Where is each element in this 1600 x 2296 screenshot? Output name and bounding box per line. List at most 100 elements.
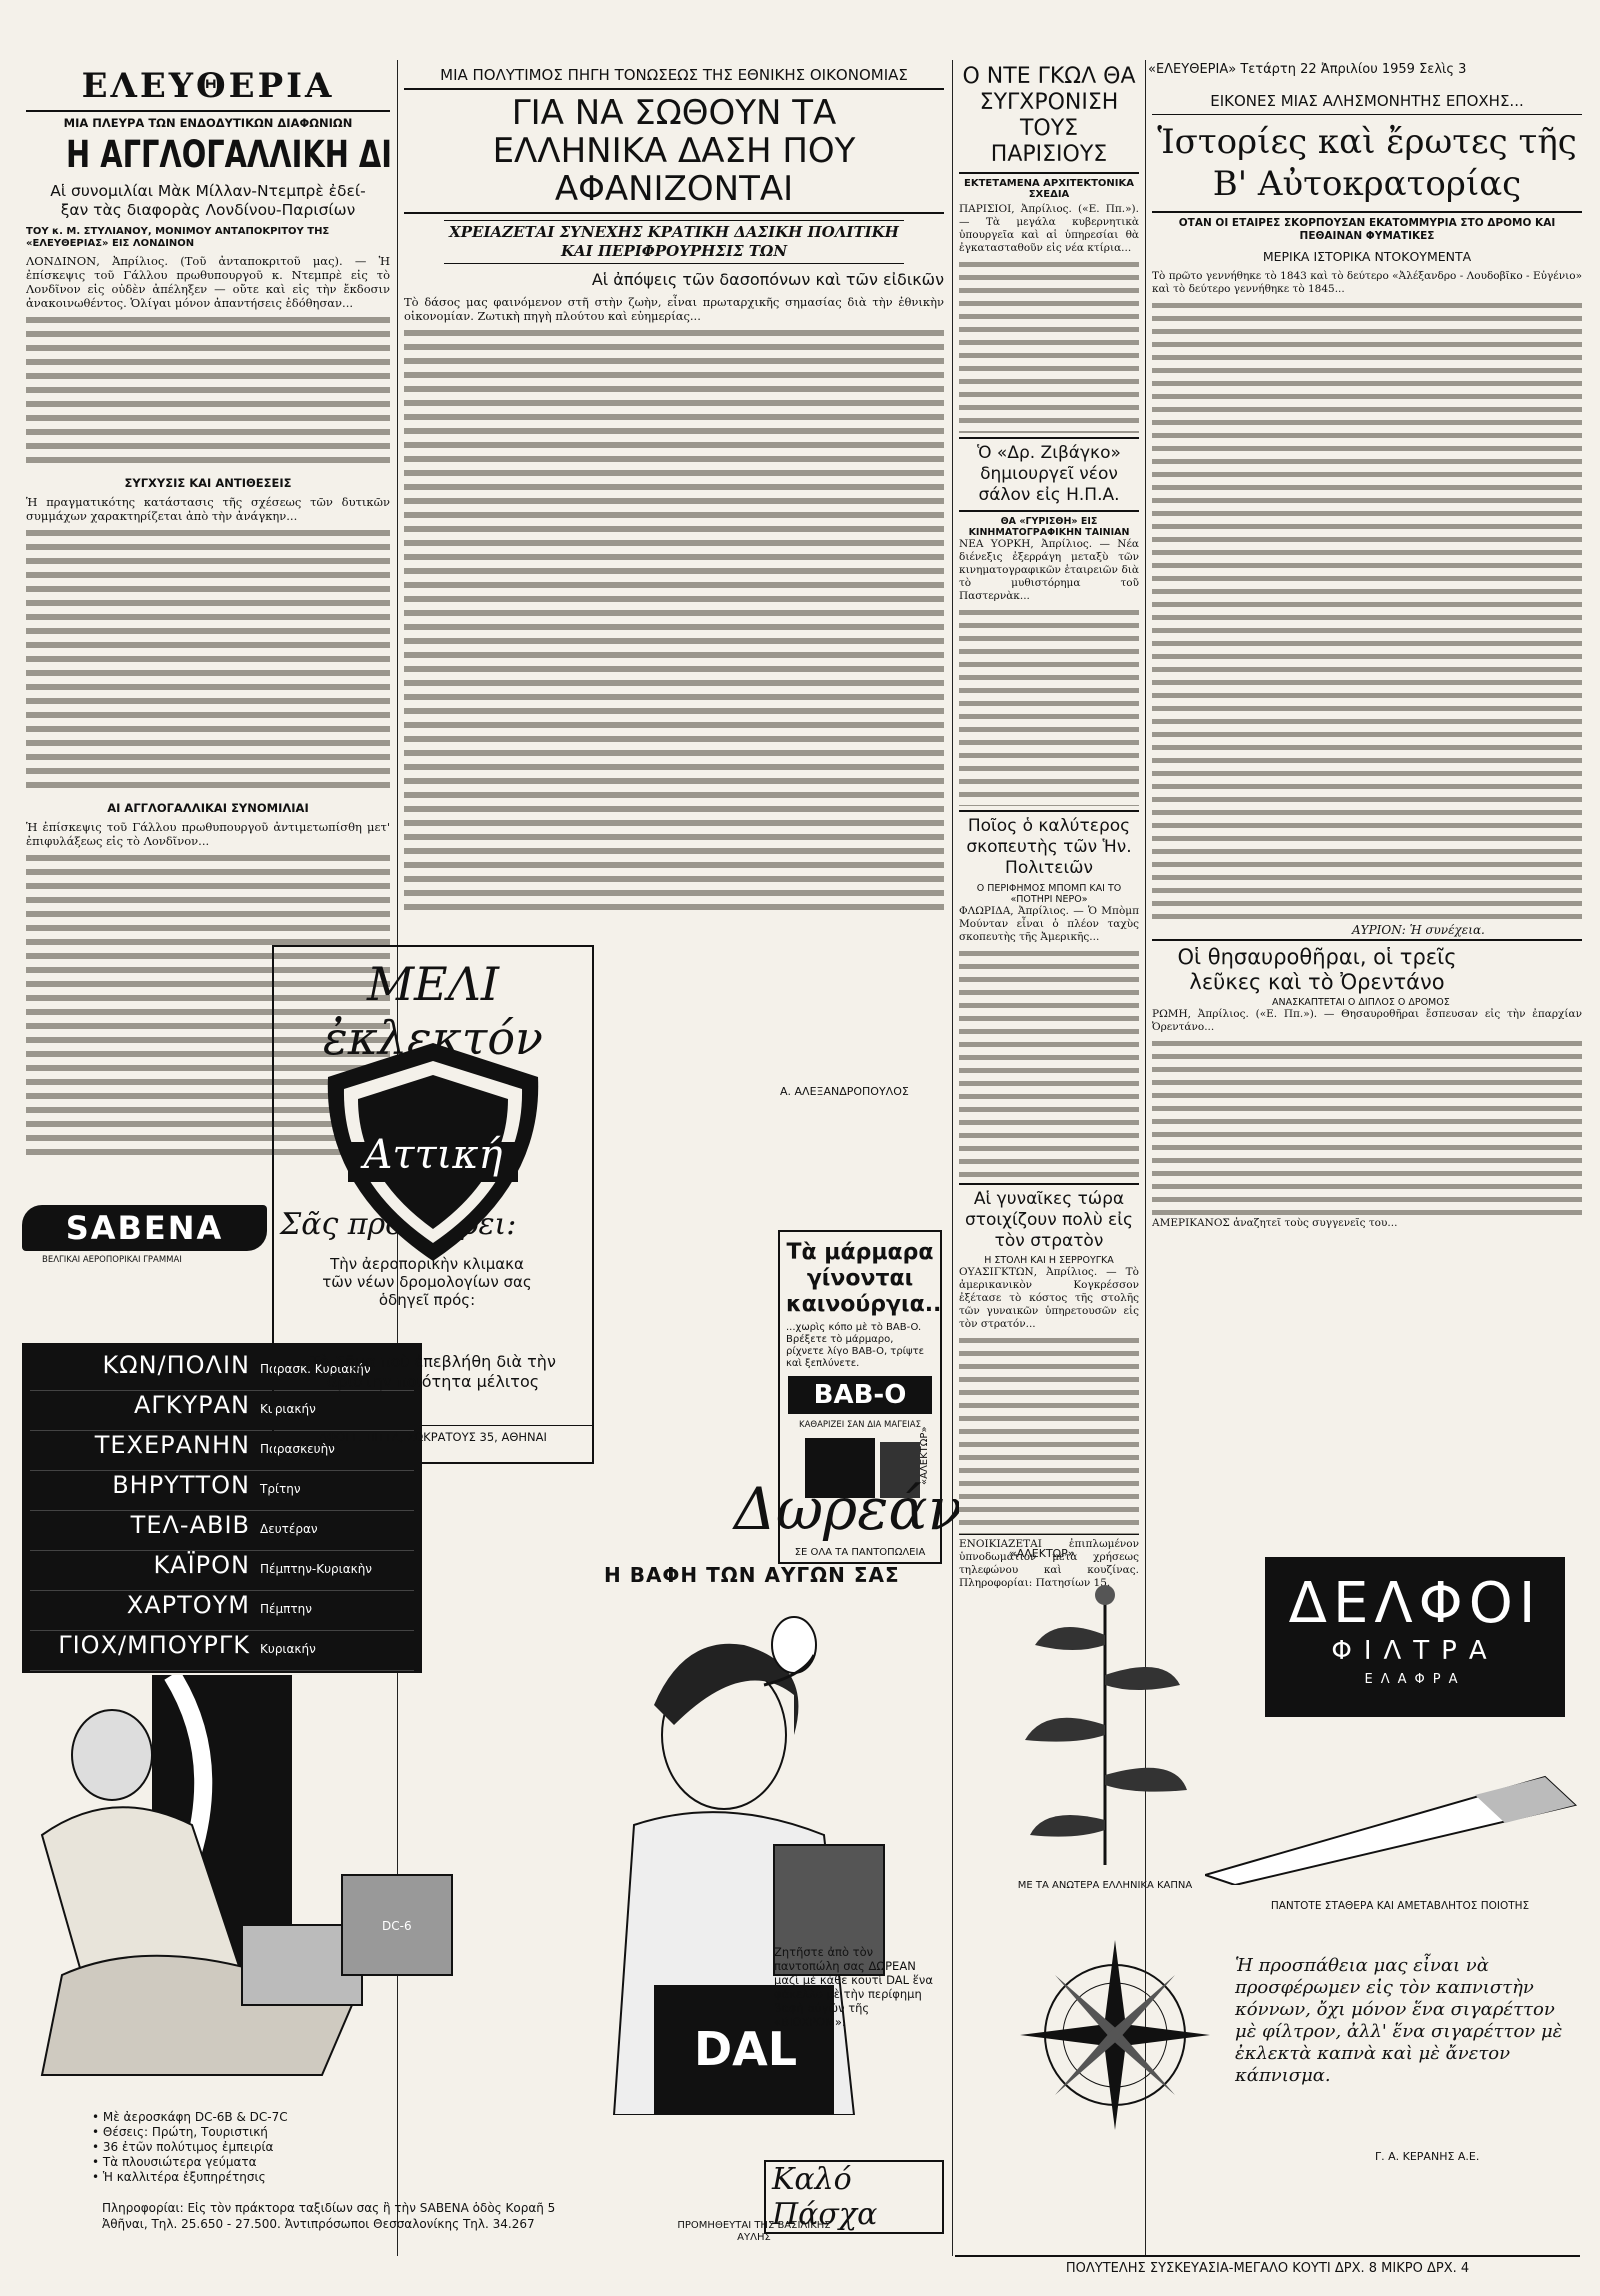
delfoi-signature: Γ. Α. ΚΕΡΑΝΗΣ Α.Ε.: [1375, 2150, 1480, 2163]
sabena-route-row: ΤΕΧΕΡΑΝΗΝ Παρασκευὴν: [30, 1431, 414, 1471]
sabena-feature: • Μὲ ἀεροσκάφη DC-6B & DC-7C: [92, 2110, 288, 2124]
meli-ad: ΜΕΛΙ ἐκλεκτόν Αττική Τὸ Σῆμα ποὺ ἐπεβλήθ…: [272, 945, 594, 1464]
article-kicker: ΑΝΑΣΚΑΠΤΕΤΑΙ Ο ΔΙΠΛΟΣ Ο ΔΡΟΜΟΣ: [1272, 997, 1450, 1008]
article-body: Τὸ δάσος μας φαινόμενον στῆ στὴν ζωὴν, ε…: [404, 295, 944, 323]
sabena-route-row: ΚΩΝ/ΠΟΛΙΝ Παρασκ. Κυριακήν: [30, 1351, 414, 1391]
article-byline: ΤΟΥ κ. Μ. ΣΤΥΛΙΑΝΟΥ, ΜΟΝΙΜΟΥ ΑΝΤΑΠΟΚΡΙΤΟ…: [26, 226, 330, 249]
delfoi-copy: Ἡ προσπάθεια μας εἶναι νὰ προσφέρωμεν εἰ…: [1235, 1955, 1563, 2086]
article-body: ΝΕΑ ΥΟΡΚΗ, Ἀπρίλιος. — Νέα διένεξις ἐξερ…: [959, 538, 1139, 602]
sabena-route-day: Τρίτην: [260, 1482, 301, 1496]
sabena-route-city: ΒΗΡΥΤΤΟΝ: [112, 1471, 250, 1499]
article-author: Α. ΑΛΕΞΑΝΔΡΟΠΟΥΛΟΣ: [780, 1085, 909, 1098]
svg-text:DAL: DAL: [694, 2022, 797, 2076]
dal-greeting: Καλό Πάσχα: [764, 2160, 944, 2234]
meli-brand: Αττική: [363, 1132, 503, 1178]
sabena-feature: • 36 ἐτῶν πολύτιμος ἐμπειρία: [92, 2140, 274, 2154]
article-continued: ΑΥΡΙΟΝ: Ἡ συνέχεια.: [1352, 923, 1485, 937]
sabena-route-city: ΑΓΚΥΡΑΝ: [133, 1391, 250, 1419]
cigarette-illustration: [1205, 1775, 1578, 1885]
article-headline: ΓΙΑ ΝΑ ΣΩΘΟΥΝ ΤΑ ΕΛΛΗΝΙΚΑ ΔΑΣΗ ΠΟΥ ΑΦΑΝΙ…: [492, 93, 856, 209]
sabena-footer: Πληροφορίαι: Εἰς τὸν πράκτορα ταξιδίων σ…: [102, 2201, 556, 2231]
article-body-filler: [959, 606, 1139, 806]
delfoi-logo-box: ΔΕΛΦΟΙ ΦΙΛΤΡΑ ΕΛΑΦΡΑ: [1265, 1557, 1565, 1717]
article-subhead: Αἱ συνομιλίαι Μὰκ Μίλλαν-Ντεμπρὲ ἐδεί-ξα…: [50, 182, 366, 219]
sabena-route-row: ΤΕΛ-ΑΒΙΒ Δευτέραν: [30, 1511, 414, 1551]
article-headline: Οἱ θησαυροθῆραι, οἱ τρεῖς λεῦκες καὶ τὸ …: [1152, 939, 1582, 997]
dal-body: Ζητῆστε ἀπὸ τὸν παντοπώλη σας ΔΩΡΕΑΝ μαζ…: [774, 1945, 933, 2029]
section-heading: ΜΕΡΙΚΑ ΙΣΤΟΡΙΚΑ ΝΤΟΚΟΥΜΕΝΤΑ: [1262, 249, 1472, 264]
babo-headline: Τὰ μάρμαρα γίνονται καινούργια...: [786, 1240, 942, 1317]
column-1: ΕΛΕΥΘΕΡΙΑ ΜΙΑ ΠΛΕΥΡΑ ΤΩΝ ΕΝΔΟΔΥΤΙΚΩΝ ΔΙΑ…: [26, 62, 390, 2276]
meli-tagline: Τὸ Σῆμα ποὺ ἐπεβλήθη διὰ τὴν ἀρίστην ποι…: [310, 1352, 556, 1391]
article-kicker: Ο ΠΕΡΙΦΗΜΟΣ ΜΠΟΜΠ ΚΑΙ ΤΟ «ΠΟΤΗΡΙ ΝΕΡΟ»: [976, 883, 1122, 905]
article-kicker: ΘΑ «ΓΥΡΙΣΘΗ» ΕΙΣ ΚΙΝΗΜΑΤΟΓΡΑΦΙΚΗΝ ΤΑΙΝΙΑ…: [968, 516, 1130, 538]
article-body-filler: [1152, 299, 1582, 919]
sabena-route-row: ΒΗΡΥΤΤΟΝ Τρίτην: [30, 1471, 414, 1511]
header-date-line: «ΕΛΕΥΘΕΡΙΑ» Τετάρτη 22 Ἀπριλίου 1959 Σελ…: [1148, 62, 1467, 77]
tobacco-plant-illustration: [1025, 1585, 1187, 1865]
article-kicker: ΜΙΑ ΠΟΛΥΤΙΜΟΣ ΠΗΓΗ ΤΟΝΩΣΕΩΣ ΤΗΣ ΕΘΝΙΚΗΣ …: [440, 66, 908, 84]
article-headline: Ὁ «Δρ. Ζιβάγκο» δημιουργεῖ νέον σάλον εἰ…: [959, 437, 1139, 512]
delfoi-footer: ΠΟΛΥΤΕΛΗΣ ΣΥΣΚΕΥΑΣΙΑ-ΜΕΓΑΛΟ ΚΟΥΤΙ ΔΡΧ. 8…: [955, 2255, 1580, 2276]
sabena-route-day: Παρασκευὴν: [260, 1442, 335, 1456]
article-headline: Ἱστορίες καὶ ἔρωτες τῆς Β' Αὐτοκρατορίας: [1157, 122, 1577, 204]
babo-logo: BAB-O: [788, 1376, 932, 1414]
article-deck: Αἱ ἀπόψεις τῶν δασοπόνων καὶ τῶν εἰδικῶν: [591, 270, 944, 289]
compass-rose-icon: [1020, 1940, 1210, 2130]
article-subhead: ΧΡΕΙΑΖΕΤΑΙ ΣΥΝΕΧΗΣ ΚΡΑΤΙΚΗ ΔΑΣΙΚΗ ΠΟΛΙΤΙ…: [444, 220, 904, 264]
sabena-illustration: DC-6: [40, 1675, 453, 2076]
delfoi-caption-right: ΠΑΝΤΟΤΕ ΣΤΑΘΕΡΑ ΚΑΙ ΑΜΕΤΑΒΛΗΤΟΣ ΠΟΙΟΤΗΣ: [1270, 1900, 1530, 1912]
article-body: ΟΥΑΣΙΓΚΤΩΝ, Ἀπρίλιος. — Τὸ ἀμερικανικὸν …: [959, 1266, 1139, 1330]
sabena-subtitle: ΒΕΛΓΙΚΑΙ ΑΕΡΟΠΟΡΙΚΑΙ ΓΡΑΜΜΑΙ: [42, 1255, 182, 1265]
article-body: ΦΛΩΡΙΔΑ, Ἀπρίλιος. — Ὁ Μπὸμπ Μούνταν εἶν…: [959, 905, 1139, 943]
delfoi-credit: «ΑΛΕΚΤΩΡ»: [1010, 1547, 1075, 1560]
sabena-route-day: Δευτέραν: [260, 1522, 318, 1536]
meli-address: ΑΦΟΙ Γ. ΠΙΤΤΑ, ΣΩΚΡΑΤΟΥΣ 35, ΑΘΗΝΑΙ: [274, 1425, 592, 1444]
babo-body: ...χωρὶς κόπο μὲ τὸ BAB-O. Βρέξετε τὸ μά…: [786, 1322, 925, 1369]
delfoi-subtitle: ΦΙΛΤΡΑ: [1331, 1636, 1499, 1666]
article-body-filler: [959, 258, 1139, 433]
article-body-filler: [1152, 1037, 1582, 1217]
article-body-filler: [404, 326, 944, 916]
dal-credit: «ΑΛΕΚΤΩΡ»: [919, 1426, 930, 1485]
article-body-filler: [959, 947, 1139, 1177]
article-body: ΠΑΡΙΣΙΟΙ, Ἀπρίλιος. («Ε. Ππ.»). — Τὰ μεγ…: [959, 203, 1139, 254]
sabena-route-day: Πέμπτην: [260, 1602, 312, 1616]
section-heading: ΣΥΓΧΥΣΙΣ ΚΑΙ ΑΝΤΙΘΕΣΕΙΣ: [124, 476, 292, 490]
sabena-route-day: Παρασκ. Κυριακήν: [260, 1362, 371, 1376]
babo-footer: ΣΕ ΟΛΑ ΤΑ ΠΑΝΤΟΠΩΛΕΙΑ: [794, 1547, 926, 1558]
delfoi-ad: «ΑΛΕΚΤΩΡ» ΔΕΛΦΟΙ ΦΙΛΤΡΑ ΕΛΑΦΡΑ ΜΕ ΤΑ ΑΝΩ…: [955, 1545, 1590, 2290]
article-body: Ἡ πραγματικότης κατάστασις τῆς σχέσεως τ…: [26, 495, 390, 523]
sabena-feature: • Τὰ πλουσιώτερα γεύματα: [92, 2155, 257, 2169]
dal-script: Δωρεάν!: [734, 1475, 987, 1543]
sabena-logo: SABENA: [22, 1205, 267, 1251]
sabena-route-city: ΤΕΛ-ΑΒΙΒ: [130, 1511, 250, 1539]
sabena-route-row: ΚΑΪΡΟΝ Πέμπτην-Κυριακὴν: [30, 1551, 414, 1591]
classified-ad: ΑΜΕΡΙΚΑΝΟΣ ἀναζητεῖ τοὺς συγγενεῖς του..…: [1152, 1217, 1398, 1229]
article-body: Ἡ ἐπίσκεψις τοῦ Γάλλου πρωθυπουργοῦ ἀντι…: [26, 820, 390, 848]
article-headline: Ποῖος ὁ καλύτερος σκοπευτὴς τῶν Ἡν. Πολι…: [959, 810, 1139, 879]
article-headline: Ο ΝΤΕ ΓΚΩΛ ΘΑ ΣΥΓΧΡΟΝΙΣΗ ΤΟΥΣ ΠΑΡΙΣΙΟΥΣ: [962, 64, 1136, 167]
column-2: ΜΙΑ ΠΟΛΥΤΙΜΟΣ ΠΗΓΗ ΤΟΝΩΣΕΩΣ ΤΗΣ ΕΘΝΙΚΗΣ …: [404, 62, 944, 2276]
delfoi-caption-left: ΜΕ ΤΑ ΑΝΩΤΕΡΑ ΕΛΛΗΝΙΚΑ ΚΑΠΝΑ: [1017, 1880, 1193, 1891]
column-4: ΕΙΚΟΝΕΣ ΜΙΑΣ ΑΛΗΣΜΟΝΗΤΗΣ ΕΠΟΧΗΣ... Ἱστορ…: [1152, 92, 1582, 2276]
article-body-filler: [959, 1334, 1139, 1534]
column-rule: [952, 60, 953, 2256]
sabena-feature: • Ἡ καλλιτέρα ἐξυπηρέτησις: [92, 2170, 266, 2184]
column-rule: [1145, 60, 1146, 2256]
babo-can-icon: [805, 1438, 920, 1498]
article-body: ΡΩΜΗ, Ἀπρίλιος. («Ε. Ππ.»). — Θησαυροθῆρ…: [1152, 1008, 1582, 1033]
classified-ad: ΕΝΟΙΚΙΑΖΕΤΑΙ ἐπιπλωμένον ὑπνοδωμάτιον με…: [959, 1534, 1139, 1590]
meli-shield-logo: [327, 1043, 539, 1261]
sabena-route-city: ΤΕΧΕΡΑΝΗΝ: [94, 1431, 250, 1459]
sabena-route-day: Πέμπτην-Κυριακὴν: [260, 1562, 373, 1576]
section-heading: ΑΙ ΑΓΓΛΟΓΑΛΛΙΚΑΙ ΣΥΝΟΜΙΛΙΑΙ: [107, 801, 309, 815]
article-body-filler: [26, 313, 390, 471]
sabena-route-city: ΚΩΝ/ΠΟΛΙΝ: [102, 1351, 250, 1379]
dal-supplier: ΠΡΟΜΗΘΕΥΤΑΙ ΤΗΣ ΒΑΣΙΛΙΚΗΣ ΑΥΛΗΣ: [677, 2220, 831, 2243]
sabena-route-city: ΚΑΪΡΟΝ: [153, 1551, 250, 1579]
